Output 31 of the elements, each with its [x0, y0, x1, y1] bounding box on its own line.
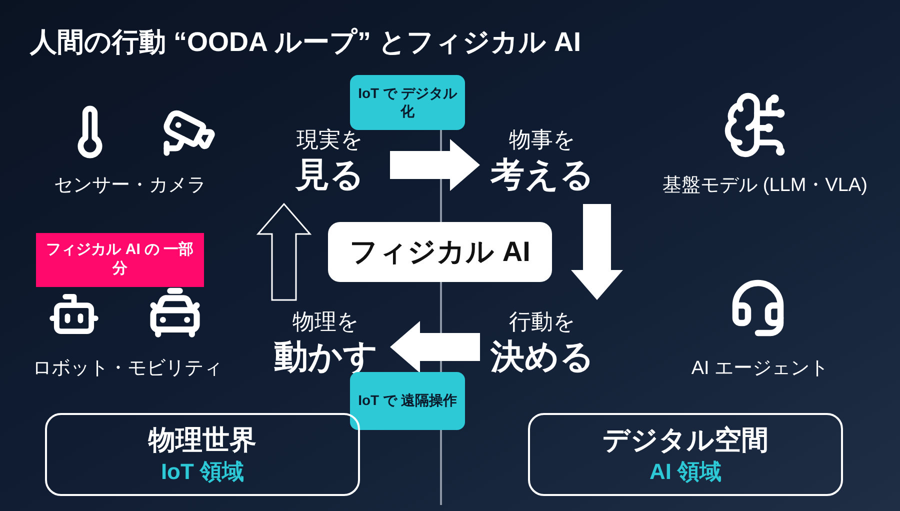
node-text: フィジカル AI	[350, 235, 530, 269]
node-text: フィジカル AI の 一部分	[45, 241, 195, 279]
tag-box	[36, 233, 204, 287]
icon-caption: 基盤モデル (LLM・VLA)	[662, 174, 868, 198]
node-text: 動かす	[274, 336, 378, 378]
node-text: 物理を	[292, 308, 360, 336]
area-subtitle: IoT 領域	[160, 458, 244, 486]
node-text: 現実を	[296, 126, 364, 154]
node-text: IoT で デジタル化	[358, 85, 457, 120]
block-arrow	[256, 202, 312, 301]
icon-caption: AI エージェント	[690, 357, 830, 381]
node-text: 決める	[490, 336, 594, 378]
area-box	[528, 413, 843, 496]
node-text: デジタル空間	[602, 424, 768, 457]
block-arrow	[390, 321, 480, 373]
node-text: 物理世界	[148, 424, 256, 457]
center-label-box	[328, 222, 552, 282]
node-text: 見る	[296, 154, 364, 196]
block-arrow	[390, 139, 480, 191]
note-box	[350, 372, 465, 430]
block-arrow	[571, 204, 623, 300]
title: 人間の行動 “OODA ループ” とフィジカル AI	[30, 26, 582, 59]
node-text: 物事を	[509, 126, 576, 154]
area-subtitle: AI 領域	[649, 458, 722, 486]
icon-caption: ロボット・モビリティ	[32, 357, 224, 381]
icon-caption: センサー・カメラ	[53, 174, 207, 198]
area-box	[45, 413, 360, 496]
node-text: IoT で 遠隔操作	[358, 392, 457, 410]
node-text: 行動を	[509, 308, 576, 336]
node-text: 考える	[490, 154, 594, 196]
note-box	[350, 75, 465, 130]
